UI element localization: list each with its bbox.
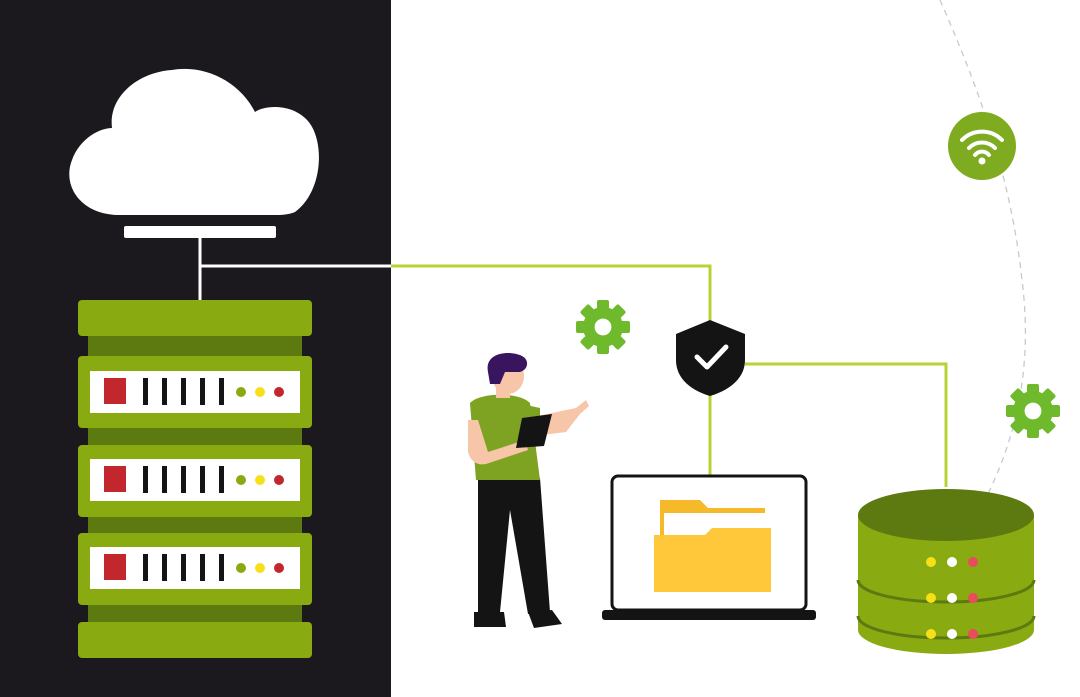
person-with-tablet-icon <box>468 353 589 628</box>
server-rack-icon <box>78 300 312 658</box>
gear-icon <box>1006 384 1060 438</box>
server-unit <box>78 356 312 428</box>
connector-lines <box>198 237 948 487</box>
dashed-curve <box>939 0 1027 501</box>
server-unit <box>78 445 312 517</box>
shield-check-icon <box>676 320 745 396</box>
wifi-icon <box>948 112 1016 180</box>
folder-icon <box>654 500 771 592</box>
gear-icon <box>576 300 630 354</box>
cloud-icon <box>69 68 319 238</box>
database-icon <box>856 489 1036 654</box>
laptop-icon <box>602 474 816 620</box>
server-unit <box>78 533 312 605</box>
